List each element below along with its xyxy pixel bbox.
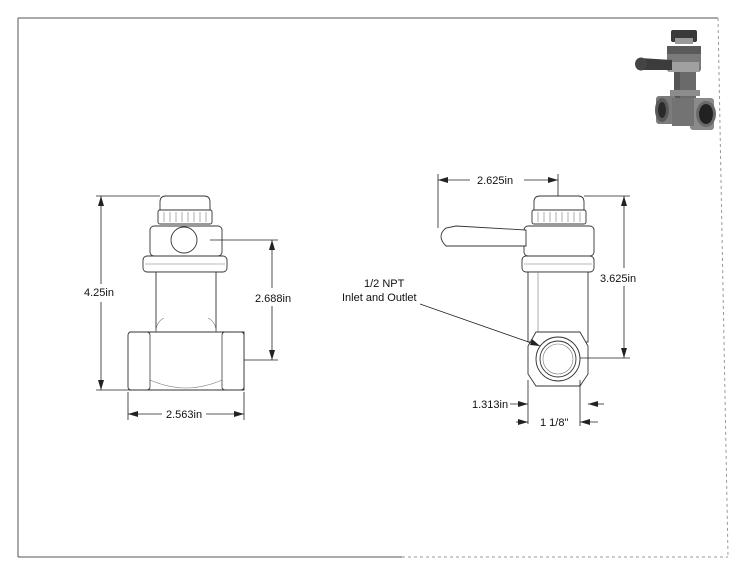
callout-line-1: 1/2 NPT [364, 278, 405, 290]
dim-label-width-base: 2.563in [166, 409, 202, 421]
dim-label-height-right: 3.625in [600, 273, 636, 285]
dim-label-offset: 1.313in [472, 399, 508, 411]
callout-line-2: Inlet and Outlet [342, 292, 417, 304]
sheet-frame [17, 17, 729, 558]
valve-front-view [127, 195, 245, 391]
dimension-handle-width [437, 174, 559, 228]
dimension-height-right [580, 195, 630, 359]
dimension-pipe-size [516, 380, 598, 426]
dimension-width-base [127, 392, 245, 420]
callout-leader [419, 303, 541, 347]
dim-label-height-total: 4.25in [84, 287, 114, 299]
dim-label-height-center: 2.688in [255, 293, 291, 305]
dimension-offset [510, 380, 604, 424]
dim-label-handle-width: 2.625in [477, 175, 513, 187]
valve-render-icon [635, 30, 716, 130]
dim-label-pipe-size: 1 1/8" [540, 417, 568, 429]
valve-side-view [440, 195, 595, 387]
dimension-height-center [210, 239, 278, 361]
dimension-height-total [96, 195, 160, 391]
